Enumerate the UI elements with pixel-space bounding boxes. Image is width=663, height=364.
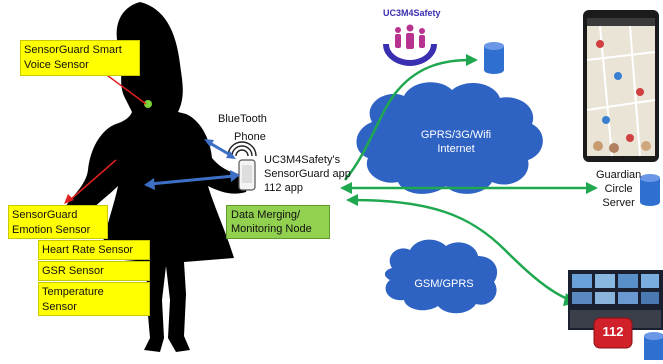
uc3m4safety-logo-text: UC3M4Safety: [383, 8, 441, 18]
data-merging-node: Data Merging/ Monitoring Node: [226, 205, 330, 239]
badge-112-shape: [593, 317, 633, 349]
app-label-line2: SensorGuard app: [264, 168, 351, 180]
heart-rate-sensor-text: Heart Rate Sensor: [42, 244, 134, 256]
database-icon-top: [484, 42, 504, 74]
emotion-sensor-label: SensorGuard Emotion Sensor: [8, 205, 108, 239]
temperature-sensor-line1: Temperature: [42, 286, 104, 298]
app-label-line1: UC3M4Safety's: [264, 154, 341, 166]
heart-rate-sensor-label: Heart Rate Sensor: [38, 240, 150, 260]
internet-cloud-line2: Internet: [437, 143, 475, 155]
emotion-sensor-line2: Emotion Sensor: [12, 224, 91, 236]
body-phone-arrow: [144, 170, 240, 190]
bluetooth-label: BlueTooth Phone: [218, 112, 267, 144]
temperature-sensor-line2: Sensor: [42, 301, 77, 313]
internet-cloud-line1: GPRS/3G/Wifi: [420, 129, 492, 141]
voice-sensor-dot: [144, 100, 152, 108]
emotion-sensor-line1: SensorGuard: [12, 209, 78, 221]
emotion-sensor-connector: [69, 159, 117, 201]
temperature-sensor-label: Temperature Sensor: [38, 282, 150, 316]
guardian-server-label: Guardian Circle Server: [596, 168, 641, 210]
guardian-line3: Server: [602, 197, 635, 209]
app-label-line3: 112 app: [264, 182, 303, 194]
green-arrows: [344, 58, 590, 302]
badge-112-text: 112: [602, 324, 624, 339]
gsm-cloud-label: GSM/GPRS: [414, 278, 474, 290]
bluetooth-line2: Phone: [234, 131, 266, 143]
phone-icon: [238, 159, 256, 191]
database-icon-bottom: [644, 332, 663, 360]
voice-sensor-label: SensorGuard Smart Voice Sensor: [20, 40, 140, 76]
gsr-sensor-text: GSR Sensor: [42, 265, 104, 277]
data-node-line2: Monitoring Node: [231, 223, 312, 235]
internet-cloud-label: GPRS/3G/Wifi Internet: [408, 128, 504, 156]
guardian-line2: Circle: [604, 183, 633, 195]
database-icon-guardian: [640, 174, 660, 206]
bluetooth-line1: BlueTooth: [218, 113, 267, 125]
uc3m4safety-logo-graphic: [383, 24, 437, 66]
gsm-cloud: [384, 239, 498, 314]
voice-sensor-line1: SensorGuard Smart: [24, 44, 122, 56]
wireless-icon: [227, 141, 257, 157]
smartphone-map-screenshot: [583, 10, 659, 162]
data-node-line1: Data Merging/: [231, 209, 301, 221]
bluetooth-arrow: [204, 139, 236, 159]
app-label: UC3M4Safety's SensorGuard app 112 app: [264, 153, 351, 195]
voice-sensor-line2: Voice Sensor: [24, 59, 89, 71]
internet-cloud: [356, 82, 543, 194]
emergency-center-photo: [568, 270, 663, 330]
gsr-sensor-label: GSR Sensor: [38, 261, 150, 281]
guardian-line1: Guardian: [596, 169, 642, 181]
